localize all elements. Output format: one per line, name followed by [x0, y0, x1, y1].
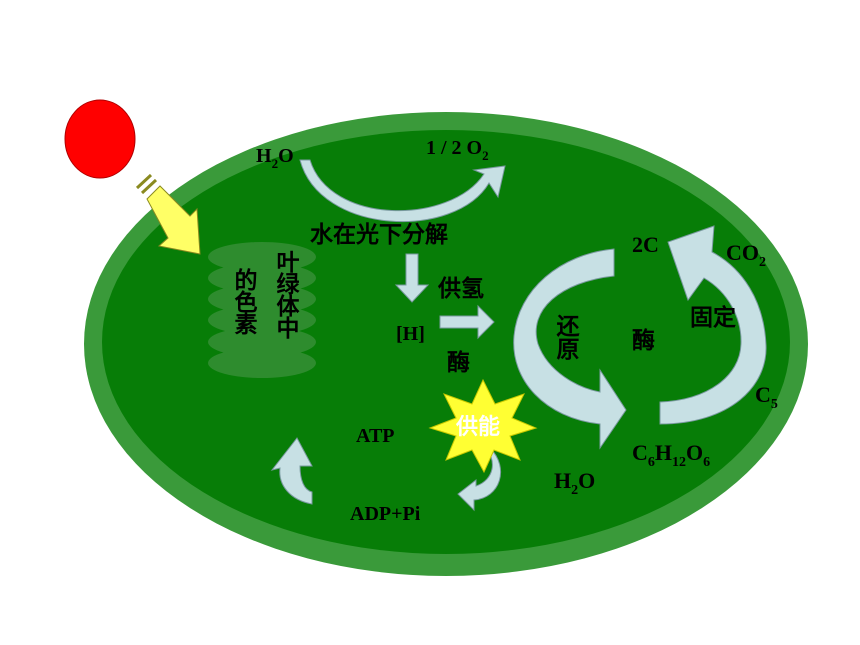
chloroplast-inner [102, 130, 790, 554]
water-split-label: 水在光下分解 [310, 221, 448, 248]
h-supply-arrow [439, 304, 495, 340]
reduce-label: 还原 [552, 314, 580, 360]
atp-right-arrow [457, 445, 501, 512]
calvin-reduction-arrow [513, 248, 627, 450]
h2o-bottom-label: H2O [554, 468, 595, 498]
h2o-top-label: H2O [256, 145, 294, 171]
atp-label: ATP [356, 425, 395, 447]
adp-label: ADP+Pi [350, 503, 421, 525]
glucose-label: C6H12O6 [632, 440, 710, 470]
pigment-label-col2: 叶绿体中 [272, 250, 300, 339]
supply-h-label: 供氢 [437, 275, 484, 302]
c5-label: C5 [755, 382, 778, 412]
h-bracket-label: [H] [396, 323, 425, 345]
calvin-fixation-arrow [659, 225, 767, 425]
grana-stack [208, 242, 316, 378]
co2-label: CO2 [726, 240, 766, 270]
pigment-label-col1: 的色素 [230, 267, 258, 336]
down-arrow [394, 253, 430, 303]
sun-icon [64, 99, 136, 179]
energy-burst-icon [428, 378, 538, 474]
o2-label: 1 / 2 O2 [426, 137, 489, 163]
atp-left-arrow [270, 437, 313, 505]
light-arrow-icon [135, 173, 201, 255]
water-split-arrow [299, 159, 506, 222]
enzyme-left-label: 酶 [447, 349, 470, 376]
supply-energy-label: 供能 [455, 414, 500, 440]
two-c-label: 2C [632, 232, 659, 257]
enzyme-right-label: 酶 [632, 327, 655, 354]
fix-label: 固定 [690, 304, 736, 331]
